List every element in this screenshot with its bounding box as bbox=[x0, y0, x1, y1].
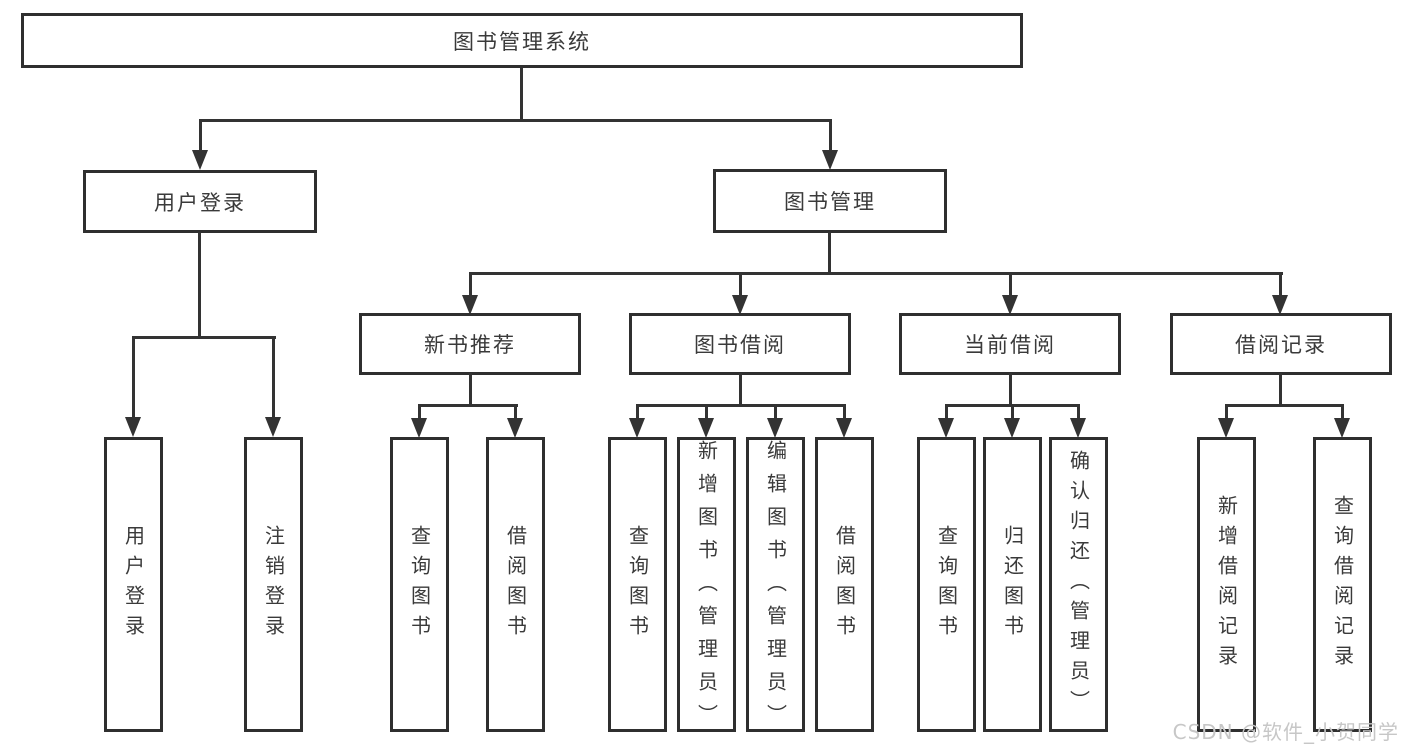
node-cb-query-books: 查询图书 bbox=[917, 437, 976, 732]
node-user-login-label: 用户登录 bbox=[154, 190, 246, 215]
connector-new-books-rail bbox=[418, 404, 518, 407]
node-library-system-label: 图书管理系统 bbox=[453, 29, 591, 54]
arrow-down-icon bbox=[698, 418, 714, 438]
connector-level2-rail bbox=[199, 119, 832, 122]
arrow-down-icon bbox=[836, 418, 852, 438]
connector-borrow-records-stem bbox=[1279, 373, 1282, 407]
arrow-down-icon bbox=[411, 418, 427, 438]
connector-user-login-stem bbox=[198, 232, 201, 338]
node-bb-borrow-books-label: 借阅图书 bbox=[832, 524, 857, 645]
node-current-borrowing-label: 当前借阅 bbox=[964, 333, 1056, 357]
arrow-down-icon bbox=[822, 150, 838, 170]
connector-book-borrow-stem bbox=[739, 373, 742, 407]
node-login: 用户登录 bbox=[104, 437, 163, 732]
arrow-down-icon bbox=[265, 417, 281, 437]
connector-new-books-stem bbox=[469, 373, 472, 407]
node-cb-query-books-label: 查询图书 bbox=[934, 524, 959, 645]
connector-user-login-rail bbox=[132, 336, 276, 339]
node-nb-borrow-books-label: 借阅图书 bbox=[503, 524, 528, 645]
node-nb-query-books: 查询图书 bbox=[390, 437, 449, 732]
node-cb-confirm-return-label: 确认归还（管理员） bbox=[1066, 449, 1091, 720]
node-new-book-recommend-label: 新书推荐 bbox=[424, 333, 516, 357]
node-current-borrowing: 当前借阅 bbox=[899, 313, 1121, 375]
node-cb-return-books: 归还图书 bbox=[983, 437, 1042, 732]
arrow-down-icon bbox=[732, 295, 748, 315]
node-nb-query-books-label: 查询图书 bbox=[407, 524, 432, 645]
arrow-down-icon bbox=[1002, 295, 1018, 315]
node-book-borrowing-label: 图书借阅 bbox=[694, 333, 786, 357]
node-bb-add-books: 新增图书（管理员） bbox=[677, 437, 736, 737]
node-book-borrowing: 图书借阅 bbox=[629, 313, 851, 375]
node-nb-borrow-books: 借阅图书 bbox=[486, 437, 545, 732]
arrow-down-icon bbox=[125, 417, 141, 437]
connector-borrow-records-rail bbox=[1225, 404, 1344, 407]
node-cb-return-books-label: 归还图书 bbox=[1000, 524, 1025, 645]
arrow-down-icon bbox=[1218, 418, 1234, 438]
node-borrowing-records: 借阅记录 bbox=[1170, 313, 1392, 375]
node-cb-confirm-return: 确认归还（管理员） bbox=[1049, 437, 1108, 732]
node-new-book-recommend: 新书推荐 bbox=[359, 313, 581, 375]
connector-book-mgmt-stem bbox=[828, 232, 831, 274]
node-bb-edit-books: 编辑图书（管理员） bbox=[746, 437, 805, 737]
node-login-label: 用户登录 bbox=[121, 524, 146, 645]
arrow-down-icon bbox=[462, 295, 478, 315]
arrow-down-icon bbox=[1004, 418, 1020, 438]
arrow-down-icon bbox=[1272, 295, 1288, 315]
arrow-down-icon bbox=[507, 418, 523, 438]
node-bb-borrow-books: 借阅图书 bbox=[815, 437, 874, 732]
node-br-add-record-label: 新增借阅记录 bbox=[1214, 494, 1239, 675]
node-br-query-record-label: 查询借阅记录 bbox=[1330, 494, 1355, 675]
arrow-down-icon bbox=[938, 418, 954, 438]
arrow-down-icon bbox=[767, 418, 783, 438]
node-bb-query-books-label: 查询图书 bbox=[625, 524, 650, 645]
connector-current-borrow-rail bbox=[945, 404, 1080, 407]
node-library-system: 图书管理系统 bbox=[21, 13, 1023, 68]
watermark-text: CSDN @软件_小贺同学 bbox=[1172, 720, 1399, 744]
arrow-down-icon bbox=[629, 418, 645, 438]
node-bb-add-books-label: 新增图书（管理员） bbox=[694, 440, 719, 737]
node-book-management-label: 图书管理 bbox=[784, 190, 876, 214]
node-br-add-record: 新增借阅记录 bbox=[1197, 437, 1256, 732]
connector-current-borrow-stem bbox=[1009, 373, 1012, 407]
arrow-down-icon bbox=[1334, 418, 1350, 438]
node-user-login: 用户登录 bbox=[83, 170, 317, 233]
node-borrowing-records-label: 借阅记录 bbox=[1235, 333, 1327, 357]
connector-level3-rail bbox=[469, 272, 1283, 275]
node-logout-label: 注销登录 bbox=[261, 524, 286, 645]
arrow-down-icon bbox=[1070, 418, 1086, 438]
connector-book-borrow-rail bbox=[636, 404, 846, 407]
node-bb-edit-books-label: 编辑图书（管理员） bbox=[763, 440, 788, 737]
arrow-down-icon bbox=[192, 150, 208, 170]
node-logout: 注销登录 bbox=[244, 437, 303, 732]
node-br-query-record: 查询借阅记录 bbox=[1313, 437, 1372, 732]
node-book-management: 图书管理 bbox=[713, 169, 947, 233]
connector-root-stem bbox=[520, 68, 523, 121]
node-bb-query-books: 查询图书 bbox=[608, 437, 667, 732]
